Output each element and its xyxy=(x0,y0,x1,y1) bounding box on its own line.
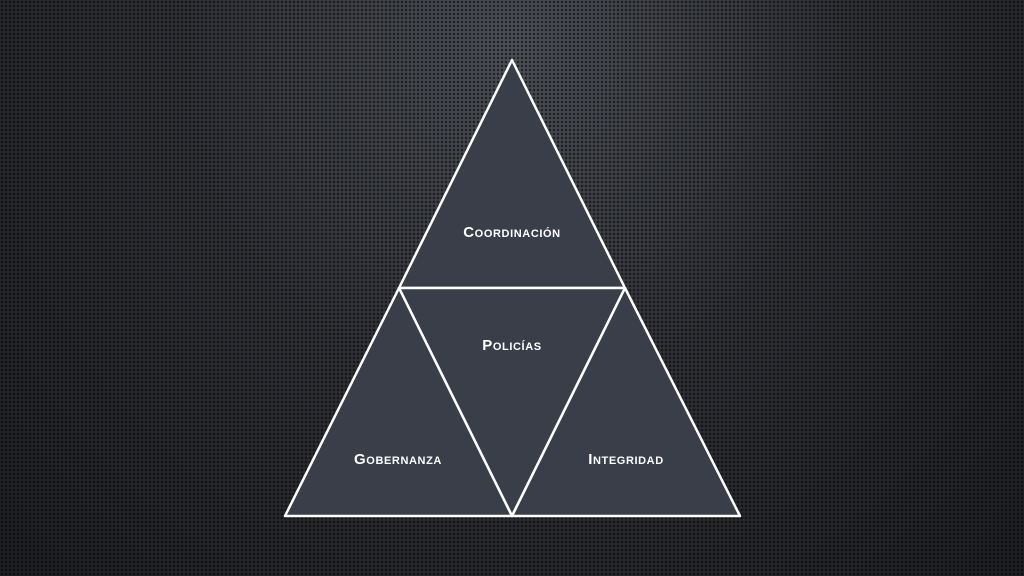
segment-left xyxy=(283,286,514,518)
label-left: Gobernanza xyxy=(354,451,442,468)
label-top: Coordinación xyxy=(463,224,560,241)
segment-right xyxy=(510,286,742,518)
segment-top xyxy=(397,58,627,290)
label-center: Policías xyxy=(482,337,541,354)
label-right: Integridad xyxy=(588,451,664,468)
